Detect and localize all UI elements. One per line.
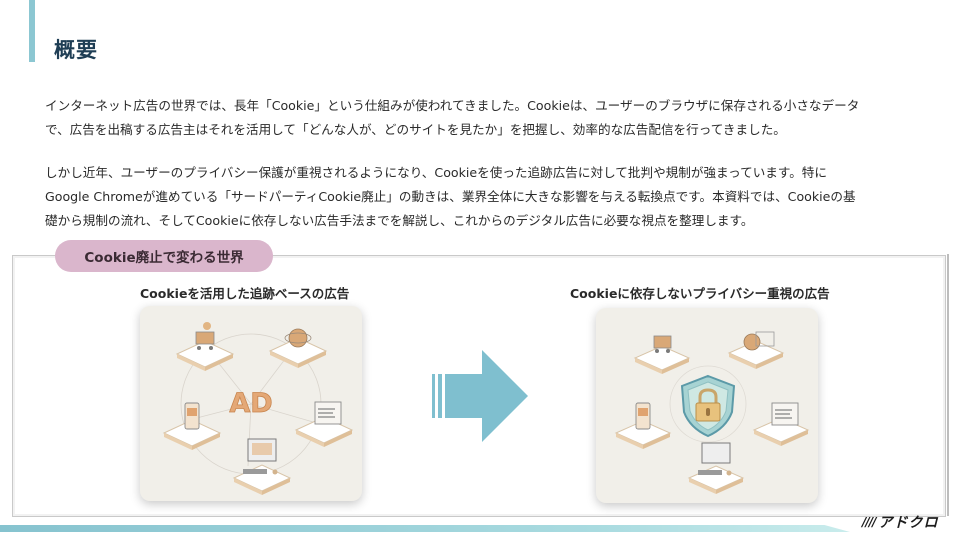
before-column-title: Cookieを活用した追跡ベースの広告 bbox=[140, 286, 350, 301]
after-column-title: Cookieに依存しないプライバシー重視の広告 bbox=[570, 286, 830, 301]
platform-tiles bbox=[614, 340, 810, 494]
globe-icon bbox=[284, 328, 312, 348]
brand-logo: //// アドクロ bbox=[862, 512, 939, 532]
paragraph-line: で、広告を出稿する広告主はそれを活用して「どんな人が、どのサイトを見たか」を把握… bbox=[45, 122, 786, 137]
title-accent-bar bbox=[29, 0, 35, 62]
privacy-ads-illustration bbox=[596, 308, 818, 503]
intro-paragraph-1: インターネット広告の世界では、長年「Cookie」という仕組みが使われてきました… bbox=[45, 94, 925, 142]
paragraph-line: 礎から規制の流れ、そしてCookieに依存しない広告手法までを解説し、これからの… bbox=[45, 213, 754, 228]
paragraph-line: インターネット広告の世界では、長年「Cookie」という仕組みが使われてきました… bbox=[45, 98, 860, 113]
logo-mark-icon: //// bbox=[862, 515, 876, 529]
smartphone-icon bbox=[184, 402, 200, 430]
logo-text: アドクロ bbox=[878, 515, 939, 531]
footer-accent-band bbox=[0, 525, 850, 532]
shield-lock-icon bbox=[680, 374, 736, 438]
browser-window-icon bbox=[314, 401, 342, 425]
desktop-computer-icon bbox=[243, 438, 278, 475]
paragraph-line: Google Chromeが進めている「サードパーティCookie廃止」の動きは… bbox=[45, 189, 856, 204]
tracking-ads-illustration: AD bbox=[140, 306, 362, 501]
transition-arrow-icon bbox=[432, 350, 528, 442]
desktop-computer-icon bbox=[698, 442, 732, 476]
paragraph-line: しかし近年、ユーザーのプライバシー保護が重視されるようになり、Cookieを使っ… bbox=[45, 165, 827, 180]
globe-icon bbox=[743, 331, 775, 351]
shopping-cart-icon bbox=[195, 322, 215, 350]
comparison-panel bbox=[12, 254, 949, 517]
page-title: 概要 bbox=[54, 38, 98, 62]
intro-paragraph-2: しかし近年、ユーザーのプライバシー保護が重視されるようになり、Cookieを使っ… bbox=[45, 161, 925, 233]
section-label-pill: Cookie廃止で変わる世界 bbox=[55, 240, 273, 272]
browser-window-icon bbox=[771, 402, 799, 426]
ad-center-label: AD bbox=[229, 388, 272, 419]
smartphone-icon bbox=[635, 402, 651, 430]
shopping-cart-icon bbox=[653, 335, 672, 353]
